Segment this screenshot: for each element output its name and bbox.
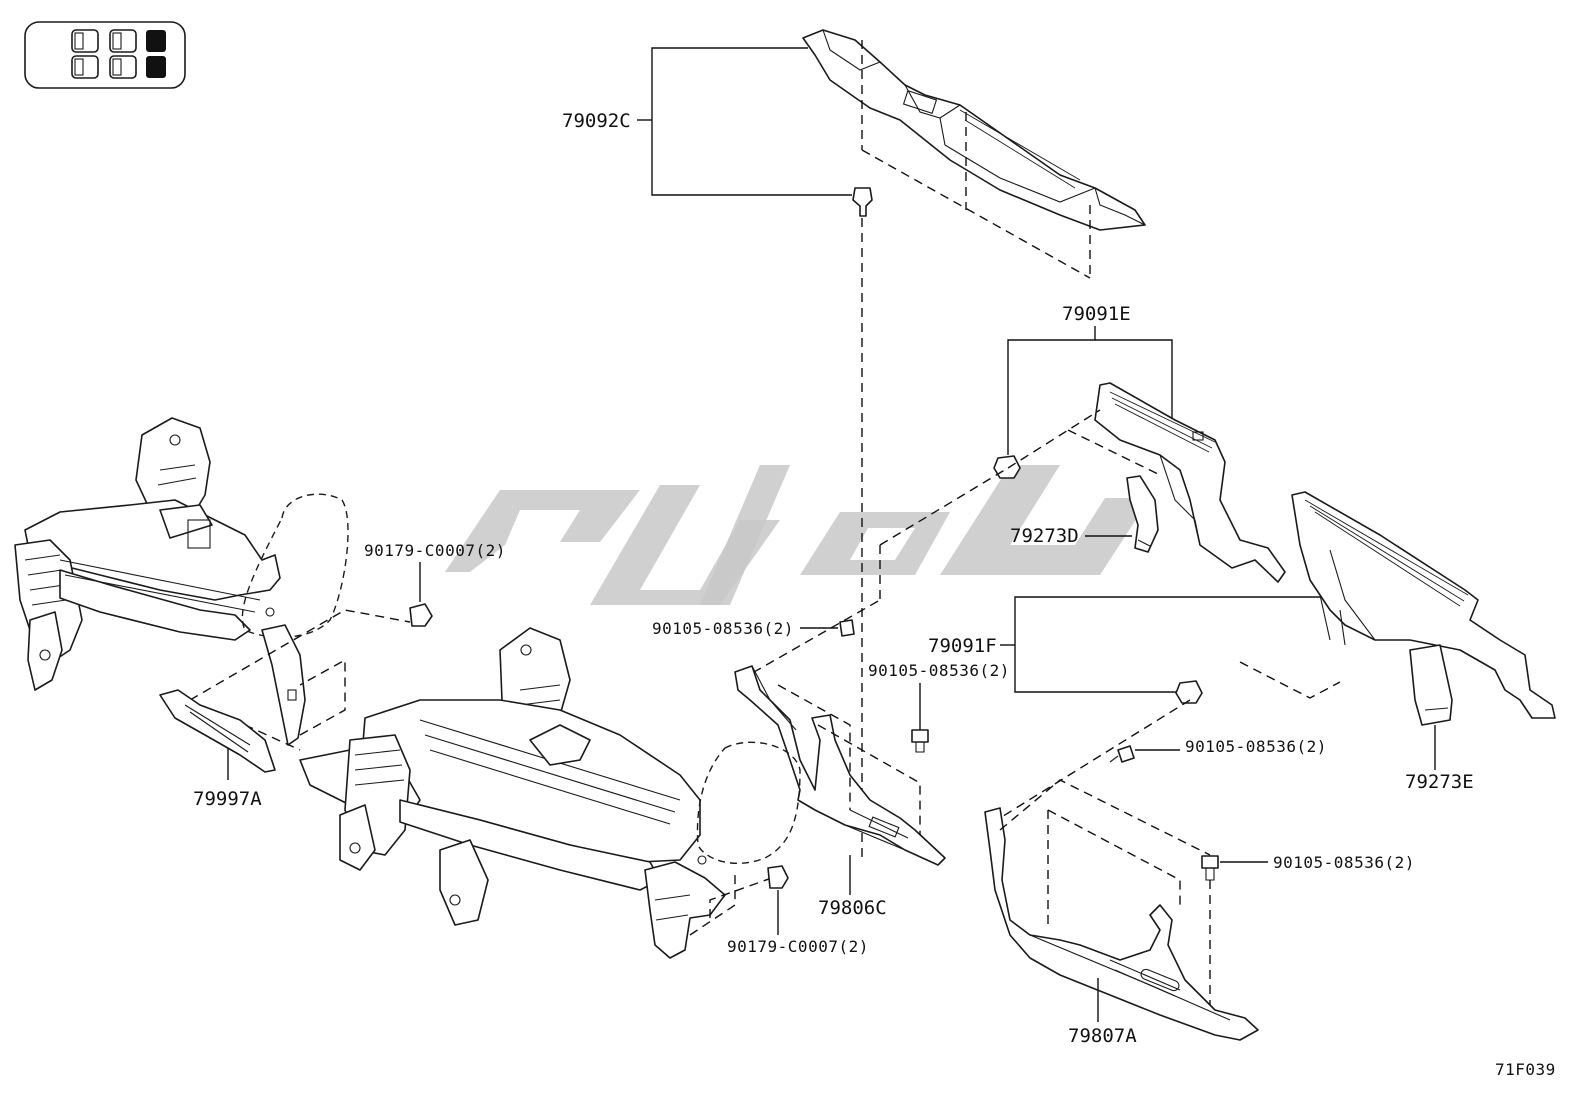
selected-seat-icon xyxy=(146,56,166,78)
part-label-bolt-2: 90105-08536(2) xyxy=(868,661,1010,680)
seat-side-cover-79091f xyxy=(1291,491,1556,719)
bolt-icon xyxy=(911,729,929,753)
seat-position-indicator-icon xyxy=(24,21,186,89)
seat-icon xyxy=(109,29,137,53)
bolt-icon xyxy=(1201,855,1219,881)
clip-icon xyxy=(852,187,873,217)
seat-pad-79273e xyxy=(1409,644,1453,726)
figure-code: 71F039 xyxy=(1495,1060,1556,1079)
seat-rail-79806c xyxy=(734,665,946,866)
seat-rail-79807a xyxy=(984,807,1259,1041)
part-label-bolt-3: 90105-08536(2) xyxy=(1185,737,1327,756)
bolt-icon xyxy=(839,619,855,637)
seat-frame-lower xyxy=(299,627,801,959)
part-label-79273e: 79273E xyxy=(1405,771,1474,793)
seat-bracket-79997a xyxy=(159,689,276,773)
part-label-bolt-4: 90105-08536(2) xyxy=(1273,853,1415,872)
part-label-79091e: 79091E xyxy=(1062,303,1131,325)
seat-pad-79273d xyxy=(1126,475,1159,553)
clip-icon xyxy=(767,865,789,889)
bolt-icon xyxy=(1109,745,1135,763)
part-label-79273d: 79273D xyxy=(1010,525,1079,547)
seat-icon xyxy=(71,55,99,79)
part-label-clip-2: 90179-C0007(2) xyxy=(727,937,869,956)
part-label-bolt-1: 90105-08536(2) xyxy=(652,619,794,638)
seat-icon xyxy=(109,55,137,79)
brand-watermark-logo xyxy=(445,465,1150,605)
part-label-79806c: 79806C xyxy=(818,897,887,919)
part-label-clip-1: 90179-C0007(2) xyxy=(364,541,506,560)
clip-icon xyxy=(409,603,433,627)
seat-frame-upper xyxy=(14,417,349,746)
selected-seat-icon xyxy=(146,30,166,52)
part-label-79092c: 79092C xyxy=(562,110,631,132)
seat-side-cover-79091e xyxy=(1094,382,1286,583)
part-label-79091f: 79091F xyxy=(928,635,997,657)
seat-cover-79092c xyxy=(802,29,1146,231)
clip-icon xyxy=(1175,680,1203,704)
seat-icon xyxy=(71,29,99,53)
part-label-79807a: 79807A xyxy=(1068,1025,1137,1047)
part-label-79997a: 79997A xyxy=(193,788,262,810)
